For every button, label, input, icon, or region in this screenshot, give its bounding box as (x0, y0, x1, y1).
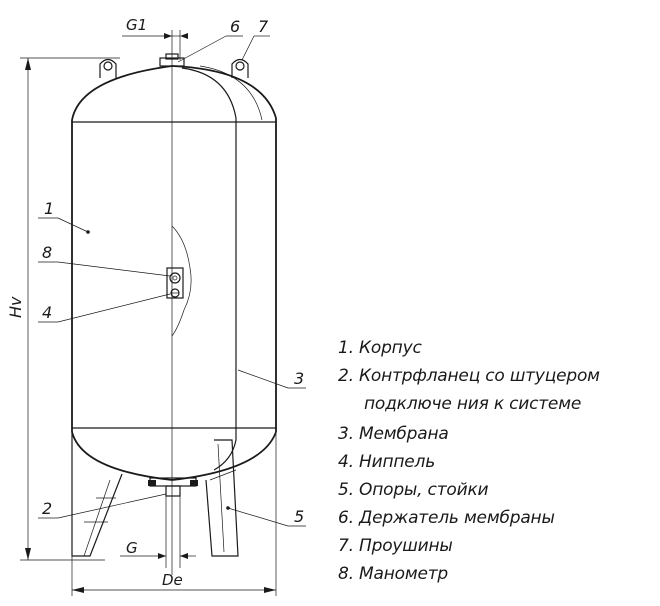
lifting-lug-right (231, 58, 249, 78)
legend-item-membrane: 3. Мембрана (338, 424, 449, 444)
top-connection-dimension (122, 33, 188, 67)
tank-body (71, 65, 277, 481)
bottom-connection-label: G (126, 539, 138, 557)
height-dimension (20, 57, 120, 561)
diameter-dimension (71, 432, 277, 596)
legend-item-supports: 5. Опоры, стойки (338, 480, 489, 500)
legend-item-nipple: 4. Ниппель (338, 452, 436, 472)
callout-leaders (38, 35, 306, 527)
legend-item-lugs: 7. Проушины (338, 536, 453, 556)
legend-item-manometer: 8. Манометр (338, 564, 449, 584)
legend-item-counterflange: 2. Контрфланец со штуцером (338, 366, 600, 386)
callout-4: 4 (42, 303, 52, 322)
bottom-connection-dimension (120, 496, 196, 568)
support-legs (71, 432, 239, 557)
callout-2: 2 (42, 499, 52, 518)
height-label: Hv (6, 296, 25, 318)
bottom-flange (148, 477, 198, 497)
callout-7: 7 (258, 17, 269, 36)
manometer (166, 267, 184, 299)
callout-5: 5 (294, 507, 304, 526)
legend-item-body: 1. Корпус (338, 338, 422, 358)
top-connection-label: G1 (126, 16, 147, 34)
callout-8: 8 (42, 243, 52, 262)
diameter-label: De (162, 571, 183, 589)
legend-item-membrane-holder: 6. Держатель мембраны (338, 508, 555, 528)
callout-6: 6 (230, 17, 240, 36)
lifting-lug-left (99, 58, 117, 78)
legend-item-counterflange-cont: подключе ния к системе (364, 394, 582, 414)
callout-1: 1 (44, 199, 54, 218)
callout-3: 3 (294, 369, 304, 388)
